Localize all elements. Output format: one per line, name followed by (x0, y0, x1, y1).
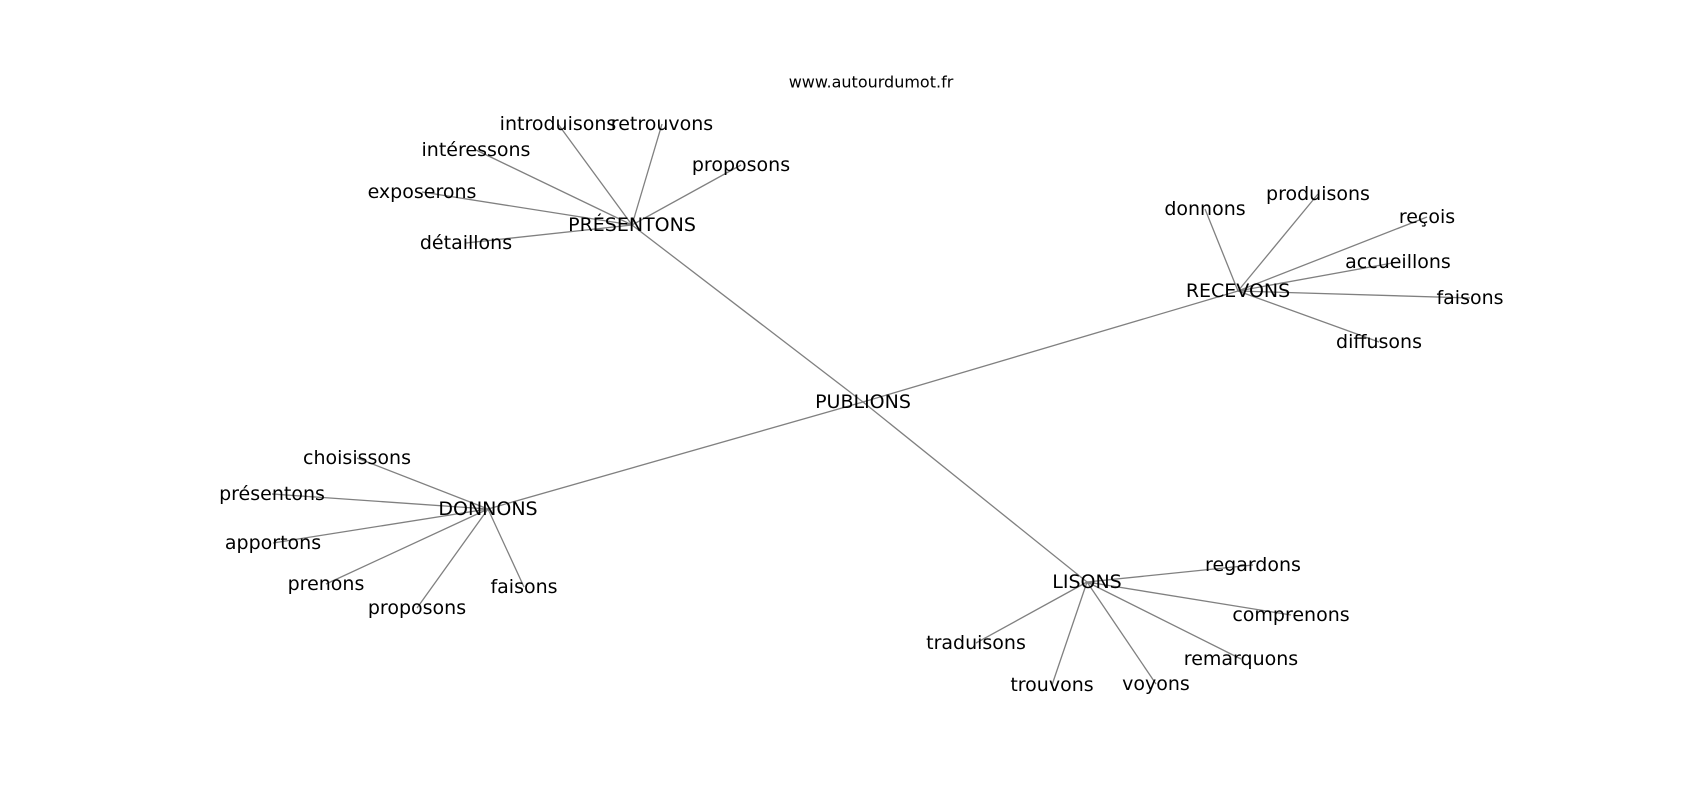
edge-lisons-trouvons (1051, 581, 1088, 686)
node-root-publions[interactable]: PUBLIONS (815, 391, 911, 413)
edge-presentons-interessons (475, 149, 633, 226)
edge-recevons-produisons (1237, 193, 1319, 292)
node-leaf-donnons-proposons[interactable]: proposons (368, 597, 466, 619)
node-leaf-donnons-choisissons[interactable]: choisissons (303, 447, 411, 469)
edge-root-recevons (862, 290, 1239, 403)
edge-recevons-faisons (1237, 290, 1471, 299)
node-leaf-recevons-recois[interactable]: reçois (1399, 206, 1455, 228)
node-leaf-presentons-interessons[interactable]: intéressons (422, 139, 531, 161)
edge-donnons-faisons (487, 508, 525, 588)
node-leaf-recevons-diffusons[interactable]: diffusons (1336, 331, 1422, 353)
edge-presentons-retrouvons (631, 123, 663, 226)
edge-root-donnons (487, 401, 864, 510)
edge-lisons-regardons (1086, 564, 1254, 583)
edges-layer (271, 123, 1471, 686)
edge-donnons-apportons (272, 508, 489, 544)
node-leaf-presentons-introduisons[interactable]: introduisons (500, 113, 617, 135)
node-leaf-recevons-faisons[interactable]: faisons (1436, 287, 1503, 309)
node-leaf-lisons-comprenons[interactable]: comprenons (1232, 604, 1349, 626)
edge-donnons-presentons (271, 493, 489, 510)
node-leaf-donnons-prenons[interactable]: prenons (288, 573, 365, 595)
edge-recevons-accueillons (1237, 261, 1399, 292)
edge-recevons-recois (1237, 216, 1428, 292)
edge-recevons-diffusons (1237, 290, 1380, 343)
node-hub-donnons[interactable]: DONNONS (438, 498, 537, 520)
node-leaf-lisons-traduisons[interactable]: traduisons (926, 632, 1026, 654)
edge-lisons-voyons (1086, 581, 1157, 685)
node-leaf-presentons-proposons[interactable]: proposons (692, 154, 790, 176)
edge-donnons-proposons (416, 508, 489, 609)
node-hub-lisons[interactable]: LISONS (1052, 571, 1121, 593)
edge-lisons-remarquons (1086, 581, 1242, 660)
edge-lisons-traduisons (975, 581, 1088, 644)
node-leaf-presentons-detaillons[interactable]: détaillons (420, 232, 512, 254)
node-leaf-lisons-remarquons[interactable]: remarquons (1184, 648, 1298, 670)
edge-root-presentons (631, 224, 864, 403)
site-credit-text: www.autourdumot.fr (789, 73, 954, 92)
node-leaf-lisons-regardons[interactable]: regardons (1205, 554, 1301, 576)
edge-presentons-introduisons (557, 123, 633, 226)
edge-recevons-donnons (1204, 208, 1239, 292)
node-leaf-presentons-retrouvons[interactable]: retrouvons (611, 113, 713, 135)
edge-presentons-detaillons (465, 224, 633, 244)
node-leaf-presentons-exposerons[interactable]: exposerons (368, 181, 477, 203)
node-leaf-donnons-faisons[interactable]: faisons (490, 576, 557, 598)
node-leaf-lisons-voyons[interactable]: voyons (1122, 673, 1190, 695)
node-leaf-recevons-donnons[interactable]: donnons (1164, 198, 1245, 220)
node-hub-recevons[interactable]: RECEVONS (1186, 280, 1290, 302)
node-leaf-donnons-apportons[interactable]: apportons (225, 532, 321, 554)
node-hub-presentons[interactable]: PRÉSENTONS (568, 213, 696, 236)
node-leaf-recevons-accueillons[interactable]: accueillons (1345, 251, 1451, 273)
edge-donnons-prenons (325, 508, 489, 585)
node-leaf-recevons-produisons[interactable]: produisons (1266, 183, 1370, 205)
edge-presentons-exposerons (421, 191, 633, 226)
edge-root-lisons (862, 401, 1088, 583)
edge-presentons-proposons (631, 164, 742, 226)
node-leaf-lisons-trouvons[interactable]: trouvons (1010, 674, 1093, 696)
labels-layer: PUBLIONS PRÉSENTONS introduisonsretrouvons… (219, 113, 1503, 696)
edge-donnons-choisissons (356, 457, 489, 510)
edge-lisons-comprenons (1086, 581, 1292, 616)
node-leaf-donnons-presentons[interactable]: présentons (219, 483, 325, 505)
